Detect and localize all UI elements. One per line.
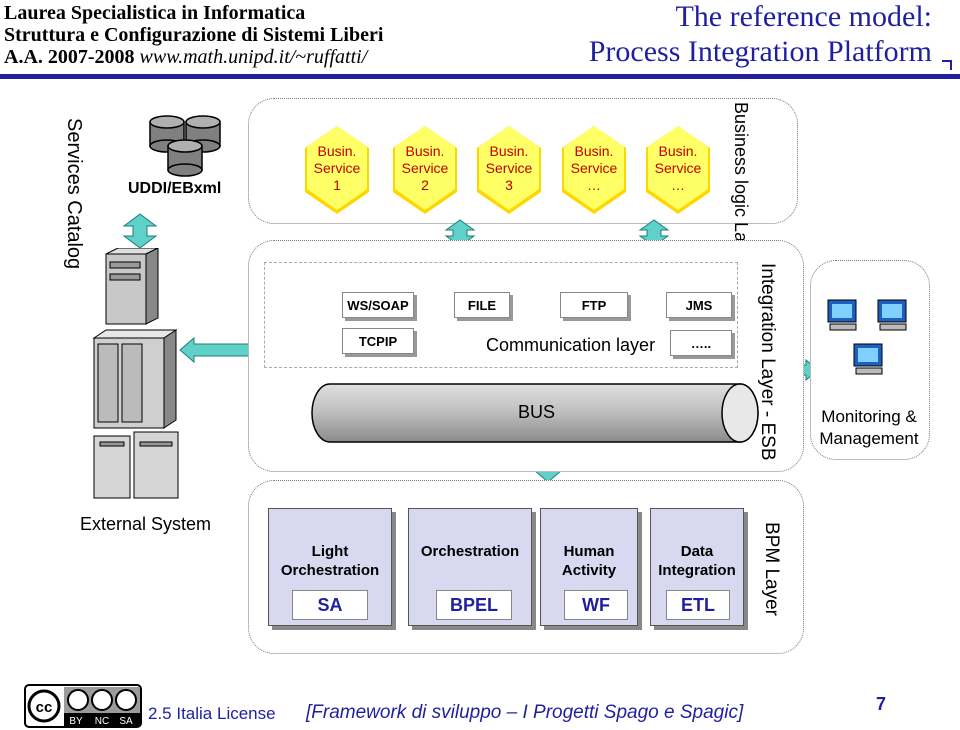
course-url: www.math.unipd.it/~ruffatti/ bbox=[139, 46, 368, 68]
protocol-ftp: FTP bbox=[560, 292, 628, 318]
framework-text: [Framework di sviluppo – I Progetti Spag… bbox=[306, 702, 744, 723]
monitor-icon bbox=[877, 299, 907, 331]
business-integration-arrow-2 bbox=[638, 219, 670, 247]
bpm-abbr-bpel: BPEL bbox=[436, 590, 512, 620]
server-icon-group bbox=[92, 248, 179, 499]
business-service-5: Busin.Service… bbox=[646, 124, 710, 214]
bpm-box-title: Orchestration bbox=[420, 543, 520, 560]
creative-commons-logo: cc BY NC SA bbox=[24, 684, 142, 728]
monitoring-label: Monitoring & Management bbox=[819, 407, 919, 448]
cc-by-label: BY bbox=[69, 716, 83, 727]
bpm-abbr-etl: ETL bbox=[666, 590, 730, 620]
business-integration-arrow-1 bbox=[444, 219, 476, 247]
protocol-more: ….. bbox=[670, 330, 732, 356]
communication-layer-label: Communication layer bbox=[486, 335, 656, 355]
protocol-file: FILE bbox=[454, 292, 510, 318]
monitor-icon bbox=[853, 343, 883, 375]
slide-title-line1: The reference model: bbox=[675, 0, 932, 33]
bpm-abbr-wf: WF bbox=[564, 590, 628, 620]
page-number: 7 bbox=[876, 694, 887, 714]
monitor-icon bbox=[827, 299, 857, 331]
integration-layer-label: Integration Layer - ESB bbox=[757, 263, 778, 461]
protocol-jms: JMS bbox=[666, 292, 732, 318]
business-service-4: Busin.Service… bbox=[562, 124, 626, 214]
slide-title-line2: Process Integration Platform bbox=[588, 35, 932, 68]
bus-label: BUS bbox=[518, 402, 556, 422]
integration-inner-dashed bbox=[264, 262, 738, 368]
bpm-abbr-sa: SA bbox=[292, 590, 368, 620]
academic-year-line: A.A. 2007-2008 www.math.unipd.it/~ruffat… bbox=[4, 46, 367, 69]
svg-text:cc: cc bbox=[36, 699, 53, 716]
services-catalog-label: Services Catalog bbox=[63, 118, 85, 270]
course-title: Laurea Specialistica in Informatica bbox=[4, 2, 306, 24]
cc-sa-label: SA bbox=[119, 716, 133, 727]
business-logic-layer-label: Business logic Layer bbox=[731, 102, 751, 268]
cc-nc-label: NC bbox=[95, 716, 109, 727]
catalog-server-arrow bbox=[122, 213, 158, 249]
protocol-ws-soap: WS/SOAP bbox=[342, 292, 414, 318]
academic-year: A.A. 2007-2008 bbox=[4, 46, 140, 68]
header-rule bbox=[0, 74, 960, 79]
header-rule-corner bbox=[942, 60, 952, 70]
external-system-label: External System bbox=[80, 514, 212, 534]
database-icon-group bbox=[149, 115, 221, 177]
license-text: 2.5 Italia License bbox=[148, 704, 276, 723]
uddi-label: UDDI/EBxml bbox=[128, 180, 222, 197]
bpm-layer-label: BPM Layer bbox=[761, 522, 782, 616]
protocol-tcpip: TCPIP bbox=[342, 328, 414, 354]
course-subtitle: Struttura e Configurazione di Sistemi Li… bbox=[4, 24, 384, 46]
bus-cylinder bbox=[311, 383, 759, 443]
